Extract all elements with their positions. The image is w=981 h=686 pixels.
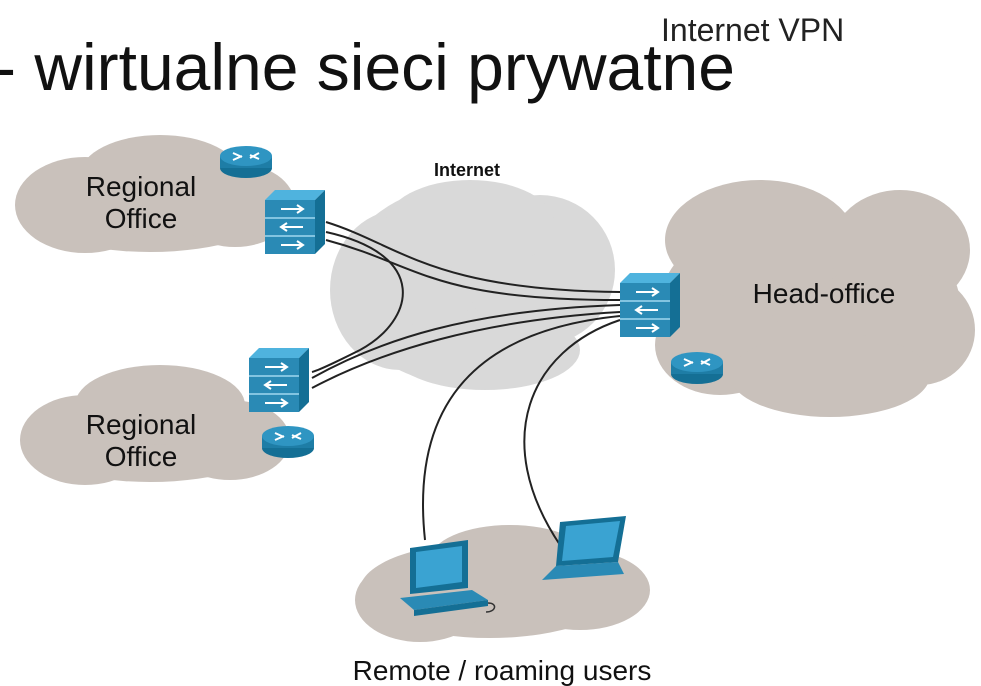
internet-label: Internet xyxy=(434,160,500,180)
remote-users-label: Remote / roaming users xyxy=(353,655,652,686)
tunnel-regional-top-a xyxy=(325,221,621,293)
regional-office-bottom-cloud xyxy=(20,365,290,485)
tunnel-regional-top-c xyxy=(325,239,621,301)
firewall-icon xyxy=(619,272,681,338)
regional-office-top-line2: Office xyxy=(105,203,178,234)
regional-office-bottom-line2: Office xyxy=(105,441,178,472)
router-icon xyxy=(670,351,724,385)
head-office-label: Head-office xyxy=(753,278,896,309)
tunnel-regional-bottom-a xyxy=(311,304,621,379)
firewall-icon xyxy=(248,347,310,413)
tunnel-laptop xyxy=(523,319,621,546)
firewall-icon xyxy=(264,189,326,255)
tunnel-regional-bottom-b xyxy=(311,311,621,389)
section-label: Internet VPN xyxy=(661,12,845,48)
regional-office-top-line1: Regional xyxy=(86,171,197,202)
vpn-tunnels xyxy=(311,221,621,546)
internet-cloud xyxy=(330,180,615,390)
laptop-icon xyxy=(542,516,626,580)
regional-office-top-cloud xyxy=(15,135,295,253)
tunnel-regional-top-b xyxy=(311,231,404,373)
router-icon xyxy=(219,145,273,179)
regional-office-bottom-line1: Regional xyxy=(86,409,197,440)
slide-title: - wirtualne sieci prywatne xyxy=(0,30,735,104)
router-icon xyxy=(261,425,315,459)
desktop-computer-icon xyxy=(400,540,496,616)
tunnel-desktop xyxy=(422,315,621,541)
head-office-cloud xyxy=(655,180,975,417)
